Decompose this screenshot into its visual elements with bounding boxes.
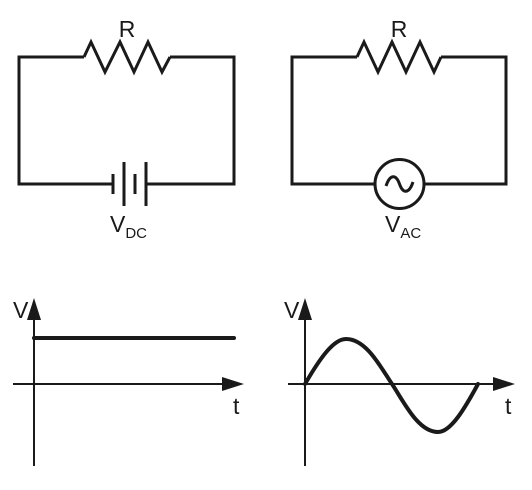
dc-y-arrowhead [27, 298, 41, 320]
ac-circuit: R VAC [290, 16, 508, 242]
ac-voltage-trace [303, 336, 480, 435]
ac-wire-right [424, 55, 508, 186]
dc-battery-icon [111, 162, 148, 206]
dc-graph: V t [13, 297, 244, 466]
dc-y-axis-label: V [13, 297, 29, 323]
ac-y-arrowhead [298, 298, 312, 320]
dc-resistor-label: R [119, 16, 136, 42]
dc-x-arrowhead [222, 377, 244, 391]
ac-source-label: VAC [385, 211, 421, 242]
dc-circuit: R VDC [17, 16, 236, 242]
ac-wire-left [290, 55, 375, 186]
ac-source-icon [373, 158, 426, 210]
dc-x-axis-label: t [233, 393, 240, 419]
dc-wire-right [146, 55, 236, 186]
ac-y-axis-label: V [284, 297, 300, 323]
ac-x-arrowhead [493, 377, 515, 391]
dc-resistor [82, 38, 172, 76]
dc-source-label: VDC [110, 211, 147, 242]
ac-x-axis-label: t [505, 393, 512, 419]
ac-resistor [355, 38, 443, 76]
dc-wire-left [17, 55, 113, 186]
ac-resistor-label: R [391, 16, 408, 42]
ac-graph: V t [284, 297, 515, 466]
